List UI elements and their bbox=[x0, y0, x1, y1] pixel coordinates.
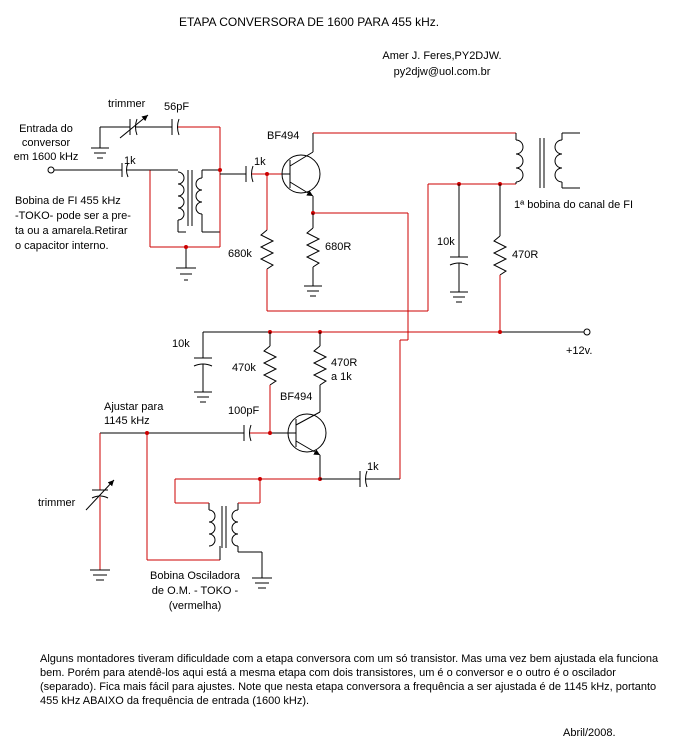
label-470r-top: 470R bbox=[512, 249, 539, 261]
label-680r: 680R bbox=[325, 241, 352, 253]
oscillator-tank bbox=[85, 424, 270, 581]
resistor-680r bbox=[304, 211, 322, 297]
label-bobina-osc-1: Bobina Osciladora bbox=[150, 570, 240, 582]
date-label: Abril/2008. bbox=[563, 727, 616, 739]
decoupling-top bbox=[449, 182, 508, 332]
label-bf494-top: BF494 bbox=[267, 130, 300, 142]
label-470r-a1k-1: 470R bbox=[331, 357, 358, 369]
label-10k-top: 10k bbox=[437, 236, 455, 248]
label-entrada-1: Entrada do bbox=[19, 123, 73, 135]
label-bobina-fi-2: -TOKO- pode ser a pre- bbox=[15, 210, 131, 222]
author-email[interactable]: py2djw@uol.com.br bbox=[393, 66, 491, 78]
oscillator-coil bbox=[208, 503, 272, 589]
label-entrada-3: em 1600 kHz bbox=[13, 151, 79, 163]
ground-symbol bbox=[91, 147, 109, 159]
label-bobina-osc-3: (vermelha) bbox=[168, 600, 222, 612]
label-entrada-2: conversor bbox=[21, 137, 71, 149]
explanation-note: Alguns montadores tiveram dificuldade co… bbox=[40, 653, 659, 707]
label-100pf: 100pF bbox=[228, 405, 260, 417]
ground-symbol bbox=[176, 267, 196, 281]
label-bobina-fi-4: o capacitor interno. bbox=[15, 240, 109, 252]
if-coil-455 bbox=[177, 169, 220, 233]
label-470k: 470k bbox=[232, 362, 256, 374]
fi-transformer bbox=[515, 132, 580, 189]
label-680k: 680k bbox=[228, 248, 252, 260]
input-section bbox=[47, 114, 282, 281]
supply-terminal bbox=[583, 328, 591, 336]
author-name: Amer J. Feres,PY2DJW. bbox=[382, 50, 502, 62]
label-bf494-bottom: BF494 bbox=[280, 391, 313, 403]
oscillator-bias bbox=[262, 332, 328, 433]
input-terminal bbox=[47, 166, 55, 174]
oscillator-feedback bbox=[174, 339, 408, 504]
label-c1k-base: 1k bbox=[254, 156, 266, 168]
label-bobina-fi-3: ta ou a amarela.Retirar bbox=[15, 225, 128, 237]
label-bobina-fi-1: Bobina de FI 455 kHz bbox=[15, 195, 121, 207]
label-56pf: 56pF bbox=[164, 101, 190, 113]
resistor-680k bbox=[259, 174, 459, 312]
label-bobina-osc-2: de O.M. - TOKO - bbox=[151, 585, 239, 597]
label-c1k-out: 1k bbox=[367, 461, 379, 473]
transistor-bf494-top bbox=[281, 133, 321, 213]
label-ajustar-1: Ajustar para bbox=[104, 401, 164, 413]
label-fi-coil: 1ª bobina do canal de FI bbox=[514, 199, 634, 211]
diagram-title: ETAPA CONVERSORA DE 1600 PARA 455 kHz. bbox=[179, 15, 440, 29]
supply-rail bbox=[193, 328, 591, 403]
label-trimmer-bottom: trimmer bbox=[38, 497, 76, 509]
label-10k-bottom: 10k bbox=[172, 338, 190, 350]
collector-path-top bbox=[313, 132, 517, 185]
label-470r-a1k-2: a 1k bbox=[331, 371, 352, 383]
transistor-bf494-bottom bbox=[270, 411, 327, 479]
label-ajustar-2: 1145 kHz bbox=[104, 415, 150, 427]
label-c1k-in: 1k bbox=[124, 155, 136, 167]
label-supply: +12v. bbox=[566, 345, 593, 357]
label-trimmer-top: trimmer bbox=[108, 98, 146, 110]
